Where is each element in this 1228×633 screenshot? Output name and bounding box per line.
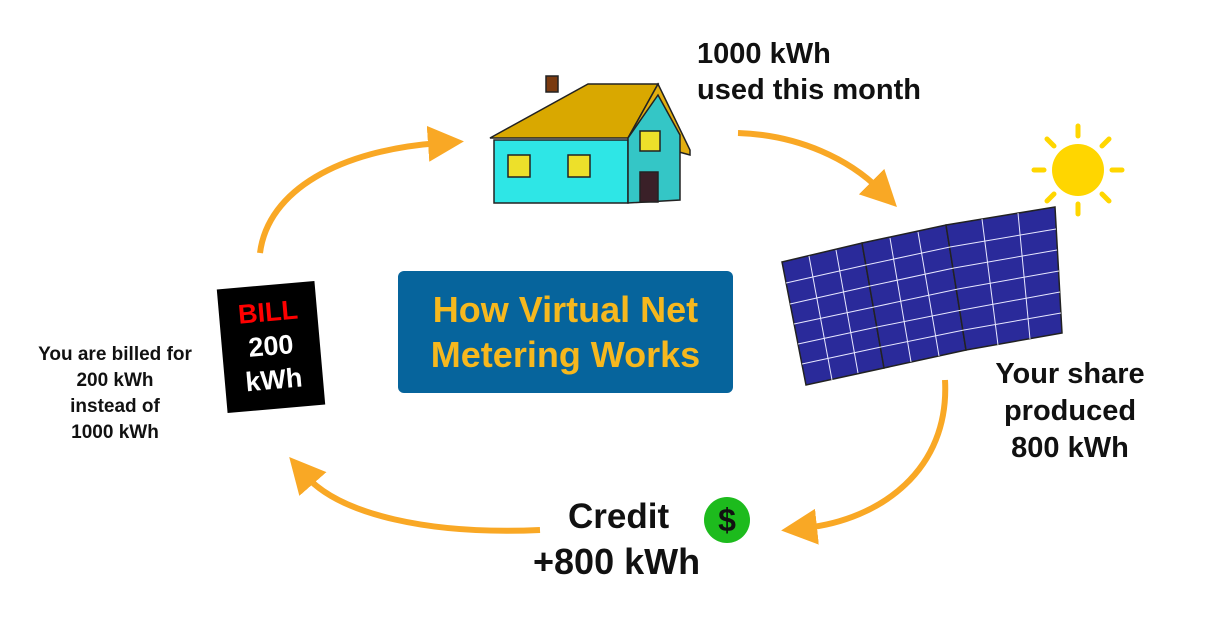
usage-label: 1000 kWh used this month [697,36,921,108]
solar-panels-icon [781,206,1063,386]
billed-note-line-4: 1000 kWh [71,422,159,443]
billed-note: You are billed for 200 kWh instead of 10… [10,342,220,446]
bill-card: BILL 200 kWh [216,280,326,414]
arrow-panels-to-credit [781,379,949,545]
arrow-bill-to-house [257,125,464,254]
arrow-house-to-panels [737,130,897,207]
title-line-2: Metering Works [430,334,701,375]
billed-note-line-2: 200 kWh [76,370,154,391]
share-line-1: Your share [995,358,1145,390]
cycle-arrows [257,125,949,545]
title-line-1: How Virtual Net [432,289,699,330]
billed-note-line-1: You are billed for [38,344,192,365]
share-line-3: 800 kWh [1011,432,1129,464]
credit-amount: +800 kWh [533,541,701,582]
title-box: How Virtual Net Metering Works [398,271,733,393]
house-icon [489,75,691,204]
billed-note-line-3: instead of [70,396,160,417]
dollar-icon: $ [704,497,750,543]
share-label: Your share produced 800 kWh [975,356,1165,467]
usage-caption: used this month [697,74,921,106]
usage-amount: 1000 kWh [697,38,831,70]
share-line-2: produced [1003,395,1137,427]
arrow-credit-to-bill [289,456,541,534]
credit-label: Credit [568,497,670,536]
bill-unit: kWh [244,362,304,398]
sun-icon [1031,123,1125,217]
